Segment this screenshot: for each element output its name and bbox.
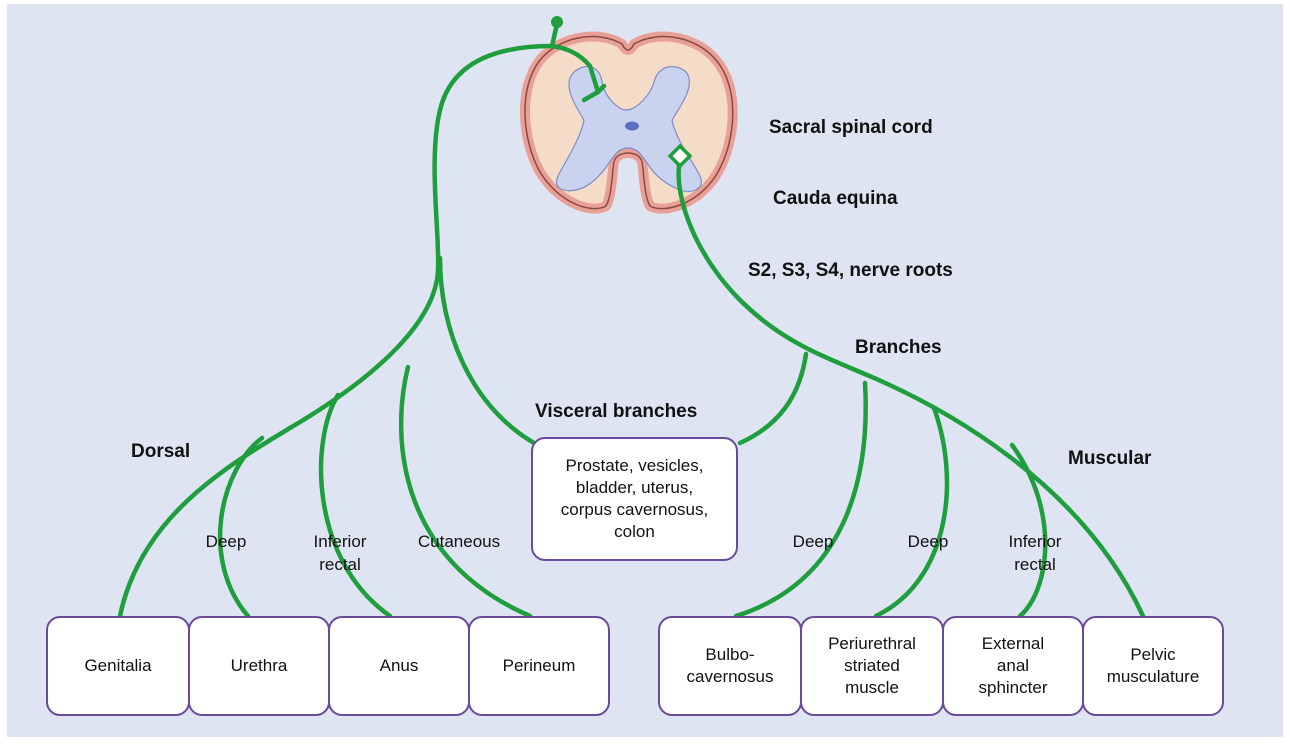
visceral-targets-text: Prostate, vesicles, bladder, uterus, cor…	[560, 456, 709, 541]
label-visceral-branches: Visceral branches	[535, 401, 698, 422]
deep-left-nerve	[217, 435, 265, 619]
cutaneous-nerve	[398, 364, 533, 619]
label-cutaneous: Cutaneous	[417, 532, 501, 551]
label-inferior-rectal-left: Inferior rectal	[313, 532, 367, 574]
box-genitalia-text: Genitalia	[84, 656, 152, 675]
visceral-right-nerve	[737, 351, 809, 446]
label-deep-right-2: Deep	[907, 532, 949, 551]
box-periurethral-text: Periurethral striated muscle	[828, 634, 916, 697]
central-canal	[625, 121, 639, 131]
box-periurethral-striated-muscle: Periurethral striated muscle	[800, 616, 944, 716]
visceral-left-nerve	[437, 255, 537, 446]
label-cauda-equina: Cauda equina	[773, 188, 898, 209]
inferior-rectal-left-nerve	[318, 392, 393, 619]
label-dorsal: Dorsal	[131, 441, 191, 462]
box-perineum: Perineum	[468, 616, 610, 716]
dorsal-root-fork-b	[595, 83, 607, 95]
label-deep-right-1: Deep	[792, 532, 834, 551]
label-branches: Branches	[855, 337, 942, 358]
box-external-anal-sphincter: External anal sphincter	[942, 616, 1084, 716]
box-bulbocavernosus-text: Bulbo- cavernosus	[686, 645, 774, 686]
label-deep-left: Deep	[205, 532, 247, 551]
dorsal-root-to-cord	[549, 43, 601, 95]
afferent-terminal-dot	[551, 16, 563, 28]
deep-right-1-nerve	[733, 380, 868, 619]
dorsal-root-fork-a	[581, 89, 601, 103]
box-perineum-text: Perineum	[502, 656, 576, 675]
label-inferior-rectal-right: Inferior rectal	[1008, 532, 1062, 574]
box-anus: Anus	[328, 616, 470, 716]
box-urethra: Urethra	[188, 616, 330, 716]
box-pelvic-musculature-text: Pelvic musculature	[1106, 645, 1200, 686]
visceral-targets-box: Prostate, vesicles, bladder, uterus, cor…	[531, 437, 738, 561]
box-pelvic-musculature: Pelvic musculature	[1082, 616, 1224, 716]
label-nerve-roots: S2, S3, S4, nerve roots	[748, 260, 953, 281]
motor-neuron-diamond	[667, 143, 693, 169]
label-muscular: Muscular	[1068, 448, 1152, 469]
box-anus-text: Anus	[379, 656, 419, 675]
box-bulbocavernosus: Bulbo- cavernosus	[658, 616, 802, 716]
box-urethra-text: Urethra	[230, 656, 288, 675]
spinal-cord-cross-section	[520, 31, 738, 214]
ventral-root-motor	[676, 155, 1146, 619]
left-main-trunk	[117, 43, 555, 619]
deep-right-2-nerve	[873, 405, 950, 619]
box-external-anal-sphincter-text: External anal sphincter	[978, 634, 1048, 697]
spinal-cord-outer-edge	[524, 35, 734, 210]
label-sacral-spinal-cord: Sacral spinal cord	[769, 117, 933, 138]
box-genitalia: Genitalia	[46, 616, 190, 716]
inferior-rectal-right-nerve	[1009, 442, 1048, 619]
